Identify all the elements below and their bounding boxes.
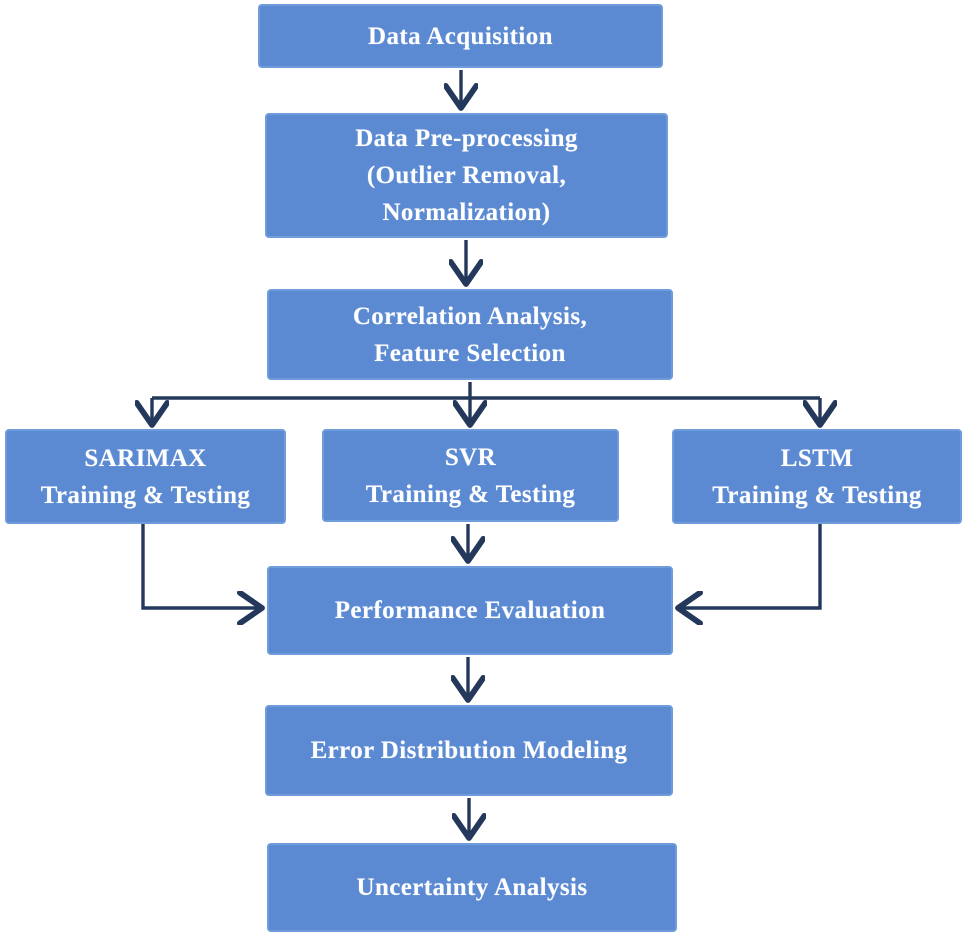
node-error-distribution-modeling-label: Error Distribution Modeling — [310, 737, 628, 764]
node-data-preprocessing: Data Pre-processing (Outlier Removal, No… — [265, 113, 668, 238]
node-sarimax-training-testing: SARIMAX Training & Testing — [5, 429, 286, 524]
arrow-lstm-to-performance — [678, 524, 822, 608]
node-sarimax-training-testing-label: SARIMAX Training & Testing — [40, 444, 251, 509]
arrow-sarimax-to-performance — [141, 524, 262, 608]
node-correlation-feature-selection: Correlation Analysis, Feature Selection — [267, 289, 673, 380]
node-svr-training-testing-label: SVR Training & Testing — [365, 443, 576, 508]
node-correlation-feature-selection-label: Correlation Analysis, Feature Selection — [352, 302, 588, 367]
node-uncertainty-analysis: Uncertainty Analysis — [267, 843, 677, 932]
node-error-distribution-modeling: Error Distribution Modeling — [265, 705, 673, 796]
node-data-preprocessing-label: Data Pre-processing (Outlier Removal, No… — [355, 125, 578, 226]
node-performance-evaluation-label: Performance Evaluation — [334, 597, 606, 624]
node-uncertainty-analysis-label: Uncertainty Analysis — [356, 874, 588, 901]
node-svr-training-testing: SVR Training & Testing — [322, 429, 619, 522]
node-performance-evaluation: Performance Evaluation — [267, 566, 673, 655]
node-lstm-training-testing-label: LSTM Training & Testing — [712, 444, 922, 509]
node-data-acquisition: Data Acquisition — [258, 4, 663, 68]
node-data-acquisition-label: Data Acquisition — [368, 22, 553, 50]
node-lstm-training-testing: LSTM Training & Testing — [672, 429, 962, 524]
